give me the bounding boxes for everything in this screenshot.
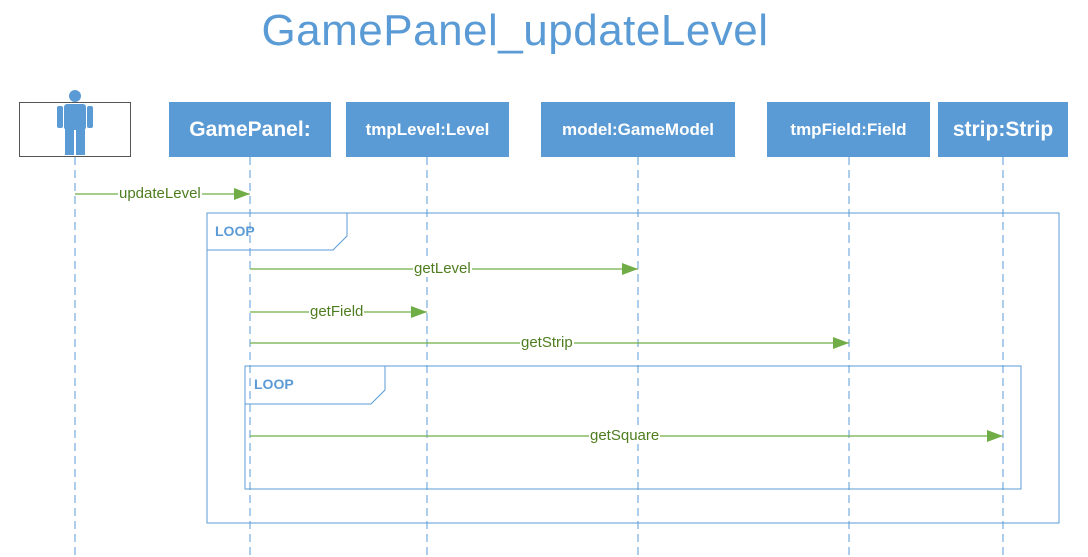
inner-loop-frame: [244, 365, 1022, 490]
message-label-updatelevel: updateLevel: [118, 185, 202, 202]
outer-loop-frame: [206, 212, 1060, 524]
lifeline-tmpfield: tmpField:Field: [767, 102, 930, 157]
outer-loop-label: LOOP: [215, 223, 255, 239]
inner-loop-label: LOOP: [254, 376, 294, 392]
message-label-getstrip: getStrip: [520, 334, 574, 351]
inner-loop-tab: [245, 366, 386, 405]
lifeline-gamepanel: GamePanel:: [169, 102, 331, 157]
message-label-getfield: getField: [309, 303, 365, 320]
outer-loop-tab: [207, 213, 348, 251]
actor-lifeline-head: [19, 90, 131, 157]
lifeline-strip: strip:Strip: [938, 102, 1068, 157]
lifeline-tmplevel: tmpLevel:Level: [346, 102, 509, 157]
actor-icon: [57, 90, 93, 155]
message-label-getsquare: getSquare: [589, 427, 661, 444]
lifeline-model: model:GameModel: [541, 102, 735, 157]
message-label-getlevel: getLevel: [413, 260, 472, 277]
diagram-title: GamePanel_updateLevel: [261, 6, 769, 55]
